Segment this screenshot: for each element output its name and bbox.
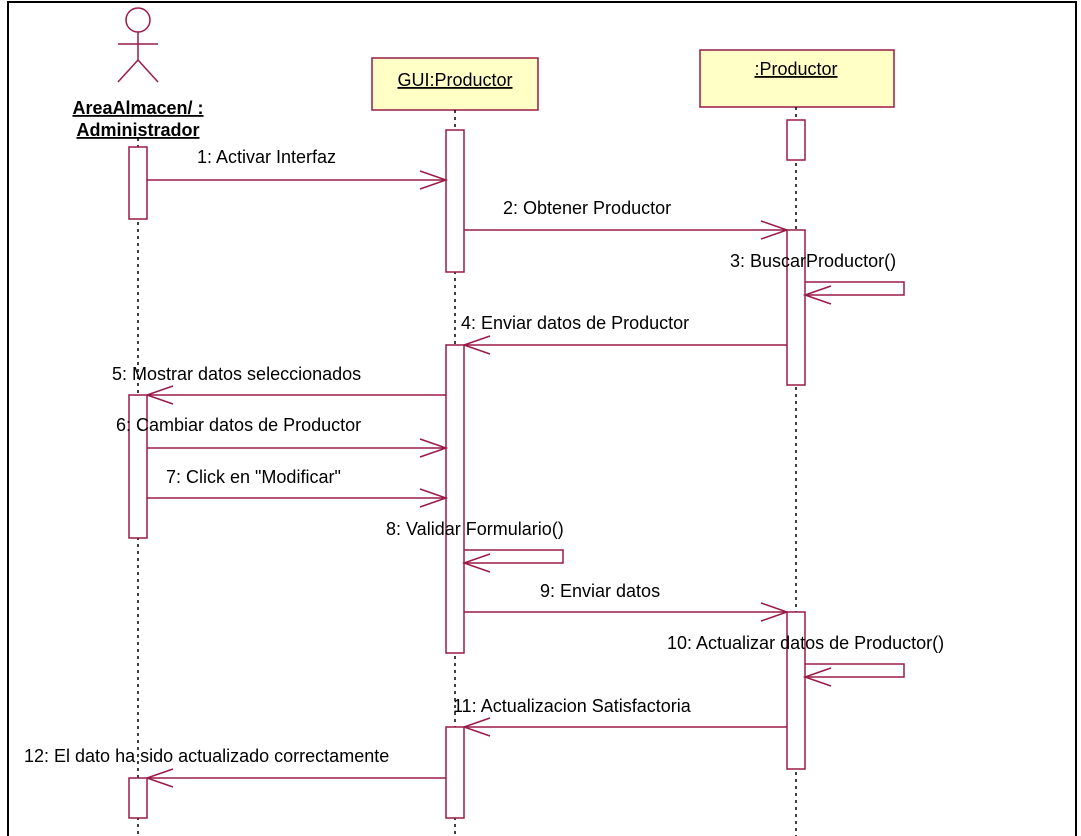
object-box-gui-productor[interactable]: GUI:Productor <box>371 57 539 111</box>
activation-gui-2 <box>445 344 465 654</box>
message-label-10: 10: Actualizar datos de Productor() <box>667 633 944 653</box>
message-label-7: 7: Click en "Modificar" <box>166 467 341 487</box>
stick-figure-actor-icon[interactable] <box>117 7 159 83</box>
actor-label-line2: Administrador <box>76 120 199 140</box>
message-arrow-12 <box>144 768 446 788</box>
message-arrow-4 <box>461 335 787 355</box>
message-label-9: 9: Enviar datos <box>540 581 660 601</box>
message-arrow-5 <box>144 385 446 405</box>
message-label-4: 4: Enviar datos de Productor <box>461 313 689 333</box>
message-arrow-1 <box>147 170 449 190</box>
message-label-12: 12: El dato ha sido actualizado correcta… <box>24 746 389 766</box>
message-label-2: 2: Obtener Productor <box>503 198 671 218</box>
object-box-productor[interactable]: :Productor <box>699 49 895 108</box>
message-arrow-9 <box>464 602 790 622</box>
object-label-gui-productor: GUI:Productor <box>397 70 512 90</box>
message-arrow-2 <box>464 220 790 240</box>
activation-gui-3 <box>445 726 465 819</box>
activation-productor-3 <box>786 611 806 770</box>
message-label-5: 5: Mostrar datos seleccionados <box>112 364 361 384</box>
activation-gui-1 <box>445 129 465 273</box>
activation-actor-1 <box>128 146 148 220</box>
message-label-1: 1: Activar Interfaz <box>197 147 336 167</box>
message-arrow-3 <box>802 281 905 305</box>
message-arrow-6 <box>147 438 449 458</box>
diagram-frame <box>7 1 1077 836</box>
actor-label-line1: AreaAlmacen/ : <box>72 98 203 118</box>
activation-actor-2 <box>128 394 148 539</box>
message-arrow-10 <box>802 663 905 687</box>
message-label-11: 11: Actualizacion Satisfactoria <box>453 696 692 716</box>
message-label-8: 8: Validar Formulario() <box>386 519 564 539</box>
message-label-6: 6: Cambiar datos de Productor <box>116 415 361 435</box>
object-label-productor: :Productor <box>754 59 837 79</box>
message-label-3: 3: BuscarProductor() <box>730 251 896 271</box>
message-arrow-11 <box>461 717 787 737</box>
activation-productor-1 <box>786 119 806 161</box>
activation-actor-3 <box>128 777 148 819</box>
activation-productor-2 <box>786 229 806 386</box>
message-arrow-7 <box>147 488 449 508</box>
message-arrow-8 <box>461 549 564 573</box>
